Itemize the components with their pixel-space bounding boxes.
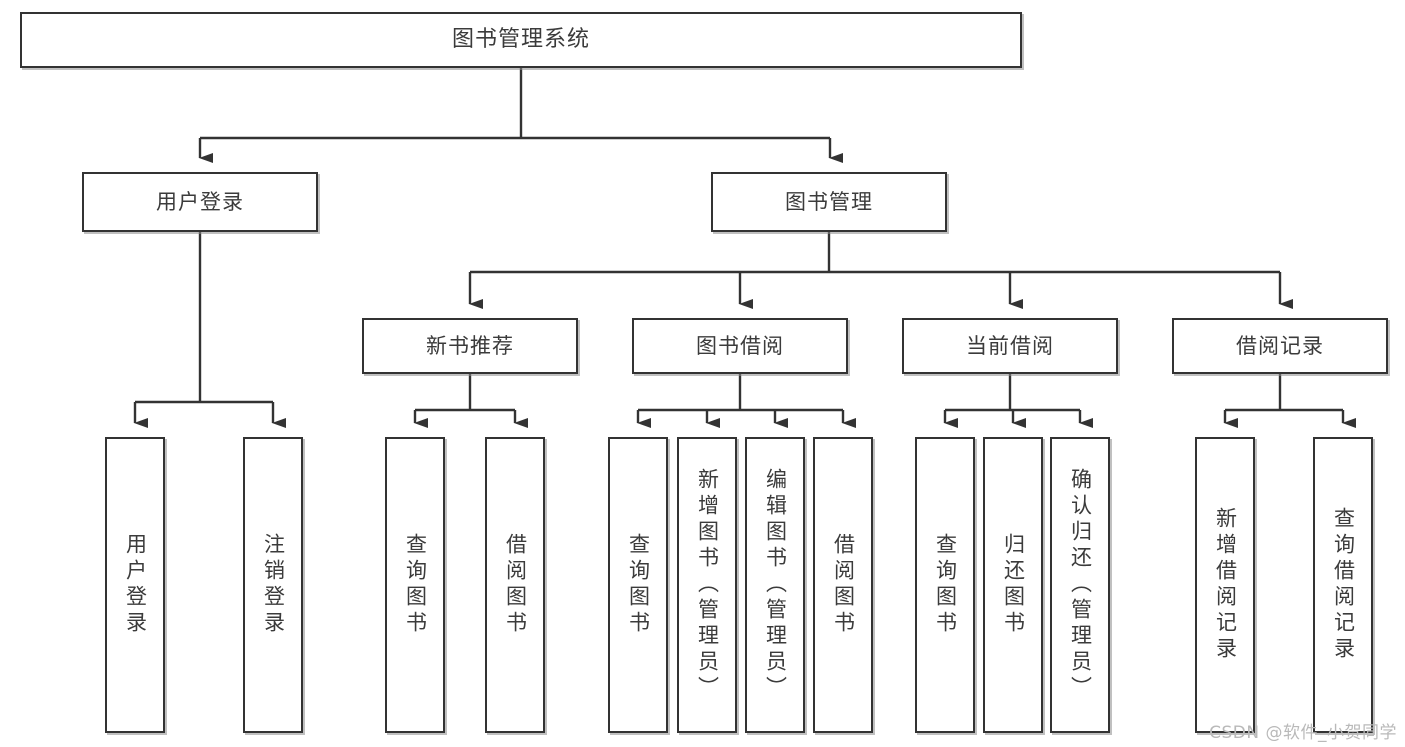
node-leaf-query-record[interactable]: 查询借阅记录: [1313, 437, 1373, 733]
node-leaf-confirm-return-label: 确认归还（管理员）: [1068, 468, 1093, 702]
node-leaf-user-logout[interactable]: 注销登录: [243, 437, 303, 733]
node-leaf-borrow-book-1-label: 借阅图书: [503, 533, 528, 637]
node-leaf-user-login[interactable]: 用户登录: [105, 437, 165, 733]
node-leaf-edit-book-label: 编辑图书（管理员）: [763, 468, 788, 702]
node-leaf-query-record-label: 查询借阅记录: [1331, 507, 1356, 663]
node-root[interactable]: 图书管理系统: [20, 12, 1022, 68]
node-leaf-add-book[interactable]: 新增图书（管理员）: [677, 437, 737, 733]
node-book-borrow-label: 图书借阅: [696, 333, 784, 358]
node-leaf-borrow-book-2-label: 借阅图书: [831, 533, 856, 637]
node-book-manage[interactable]: 图书管理: [711, 172, 947, 232]
node-leaf-borrow-book-2[interactable]: 借阅图书: [813, 437, 873, 733]
node-new-book-recommend-label: 新书推荐: [426, 333, 514, 358]
node-leaf-user-login-label: 用户登录: [123, 533, 148, 637]
node-user-login-label: 用户登录: [156, 189, 244, 214]
node-new-book-recommend[interactable]: 新书推荐: [362, 318, 578, 374]
node-leaf-return-book[interactable]: 归还图书: [983, 437, 1043, 733]
node-borrow-record[interactable]: 借阅记录: [1172, 318, 1388, 374]
node-leaf-add-record-label: 新增借阅记录: [1213, 507, 1238, 663]
node-book-manage-label: 图书管理: [785, 189, 873, 214]
node-leaf-return-book-label: 归还图书: [1001, 533, 1026, 637]
node-leaf-query-book-3-label: 查询图书: [933, 533, 958, 637]
node-leaf-query-book-3[interactable]: 查询图书: [915, 437, 975, 733]
node-leaf-add-record[interactable]: 新增借阅记录: [1195, 437, 1255, 733]
node-leaf-query-book-1[interactable]: 查询图书: [385, 437, 445, 733]
node-current-borrow-label: 当前借阅: [966, 333, 1054, 358]
node-leaf-add-book-label: 新增图书（管理员）: [695, 468, 720, 702]
node-leaf-user-logout-label: 注销登录: [261, 533, 286, 637]
node-root-label: 图书管理系统: [451, 27, 590, 53]
node-leaf-borrow-book-1[interactable]: 借阅图书: [485, 437, 545, 733]
node-leaf-query-book-1-label: 查询图书: [403, 533, 428, 637]
node-book-borrow[interactable]: 图书借阅: [632, 318, 848, 374]
node-leaf-query-book-2-label: 查询图书: [626, 533, 651, 637]
node-leaf-confirm-return[interactable]: 确认归还（管理员）: [1050, 437, 1110, 733]
node-leaf-edit-book[interactable]: 编辑图书（管理员）: [745, 437, 805, 733]
csdn-watermark: CSDN @软件_小贺同学: [1209, 723, 1397, 743]
node-leaf-query-book-2[interactable]: 查询图书: [608, 437, 668, 733]
node-user-login[interactable]: 用户登录: [82, 172, 318, 232]
node-borrow-record-label: 借阅记录: [1236, 333, 1324, 358]
node-current-borrow[interactable]: 当前借阅: [902, 318, 1118, 374]
